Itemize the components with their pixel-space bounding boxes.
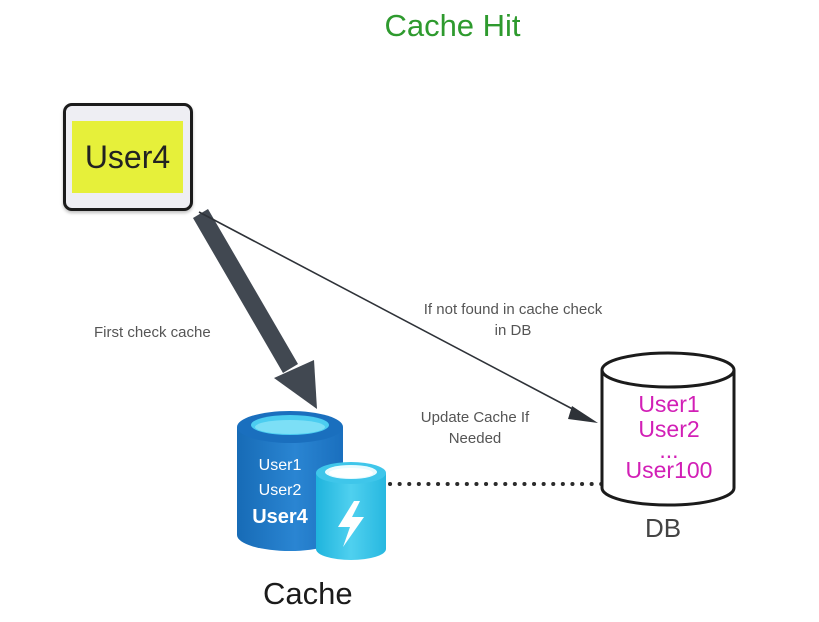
db-row-ellipsis: ... — [659, 437, 679, 463]
db-fallback-arrow — [198, 211, 598, 423]
db-row: User2 — [638, 416, 700, 442]
diagram-title: Cache Hit — [384, 8, 521, 43]
first-check-arrow — [193, 209, 317, 409]
db-row: User100 — [625, 457, 713, 483]
db-fallback-label: If not found in cache check in DB — [423, 301, 603, 339]
cache-row-highlighted: User4 — [252, 506, 308, 528]
db-cylinder — [600, 351, 736, 507]
first-check-cache-label: First check cache — [94, 324, 211, 341]
db-records: User1 User2 ... User100 — [605, 392, 733, 483]
cache-row: User2 — [258, 482, 302, 499]
db-row: User1 — [638, 391, 700, 417]
cache-row: User1 — [258, 457, 302, 474]
lightning-bolt-icon — [338, 501, 364, 547]
client-request-box: User4 — [63, 103, 193, 211]
db-label: DB — [645, 513, 682, 543]
client-request-label: User4 — [72, 121, 183, 193]
update-cache-label: Update Cache If Needed — [420, 409, 530, 447]
cache-accelerator-cylinder — [316, 462, 386, 560]
cache-label: Cache — [263, 576, 353, 611]
